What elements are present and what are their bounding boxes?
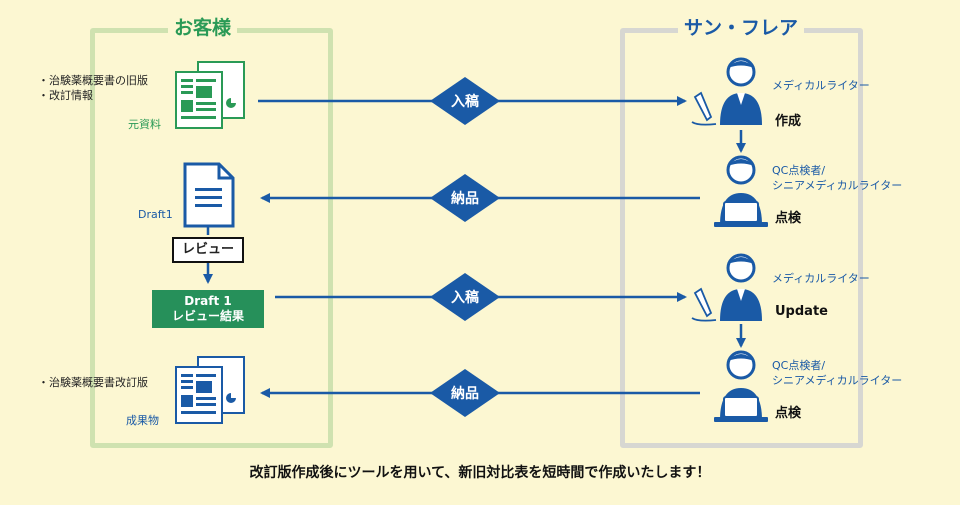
step2-action: 点検 — [775, 211, 802, 226]
step1-action: 作成 — [775, 114, 802, 129]
step3-role: メディカルライター — [772, 272, 870, 285]
review-result-line2: レビュー結果 — [171, 309, 244, 323]
checker-person-icon-2 — [714, 350, 768, 422]
flow-label-1: 入稿 — [451, 93, 479, 110]
step1-role: メディカルライター — [772, 79, 870, 92]
output-note-1: ・治験薬概要書改訂版 — [38, 376, 148, 389]
deliverable-documents-icon — [175, 356, 245, 424]
step4-role-line1: QC点検者/ — [772, 359, 826, 372]
step2-role-line2: シニアメディカルライター — [772, 179, 903, 192]
step3-action: Update — [775, 304, 828, 319]
flow-label-4: 納品 — [451, 385, 479, 402]
diamond-3 — [430, 273, 500, 321]
flow-label-2: 納品 — [451, 190, 479, 207]
input-note-2: ・改訂情報 — [38, 89, 93, 102]
draft1-label: Draft1 — [138, 208, 173, 221]
writer-person-icon — [691, 57, 762, 126]
flow-label-3: 入稿 — [451, 289, 479, 306]
review-result-box: Draft 1 レビュー結果 — [152, 290, 264, 328]
step4-action: 点検 — [775, 406, 802, 421]
source-documents-icon — [175, 61, 245, 129]
draft-document-icon — [183, 162, 235, 228]
review-box: レビュー — [172, 237, 244, 263]
sunflare-title: サン・フレア — [678, 17, 805, 39]
review-result-line1: Draft 1 — [184, 294, 232, 308]
step2-role-line1: QC点検者/ — [772, 164, 826, 177]
footer-message: 改訂版作成後にツールを用いて、新旧対比表を短時間で作成いたします！ — [249, 465, 711, 481]
source-doc-label: 元資料 — [128, 118, 161, 131]
writer-person-icon-2 — [691, 253, 762, 322]
diamond-4 — [430, 369, 500, 417]
checker-person-icon — [714, 155, 768, 227]
deliverable-doc-label: 成果物 — [126, 414, 159, 427]
input-note-1: ・治験薬概要書の旧版 — [38, 74, 148, 87]
customer-title: お客様 — [168, 17, 238, 39]
diamond-2 — [430, 174, 500, 222]
diamond-1 — [430, 77, 500, 125]
step4-role-line2: シニアメディカルライター — [772, 374, 903, 387]
